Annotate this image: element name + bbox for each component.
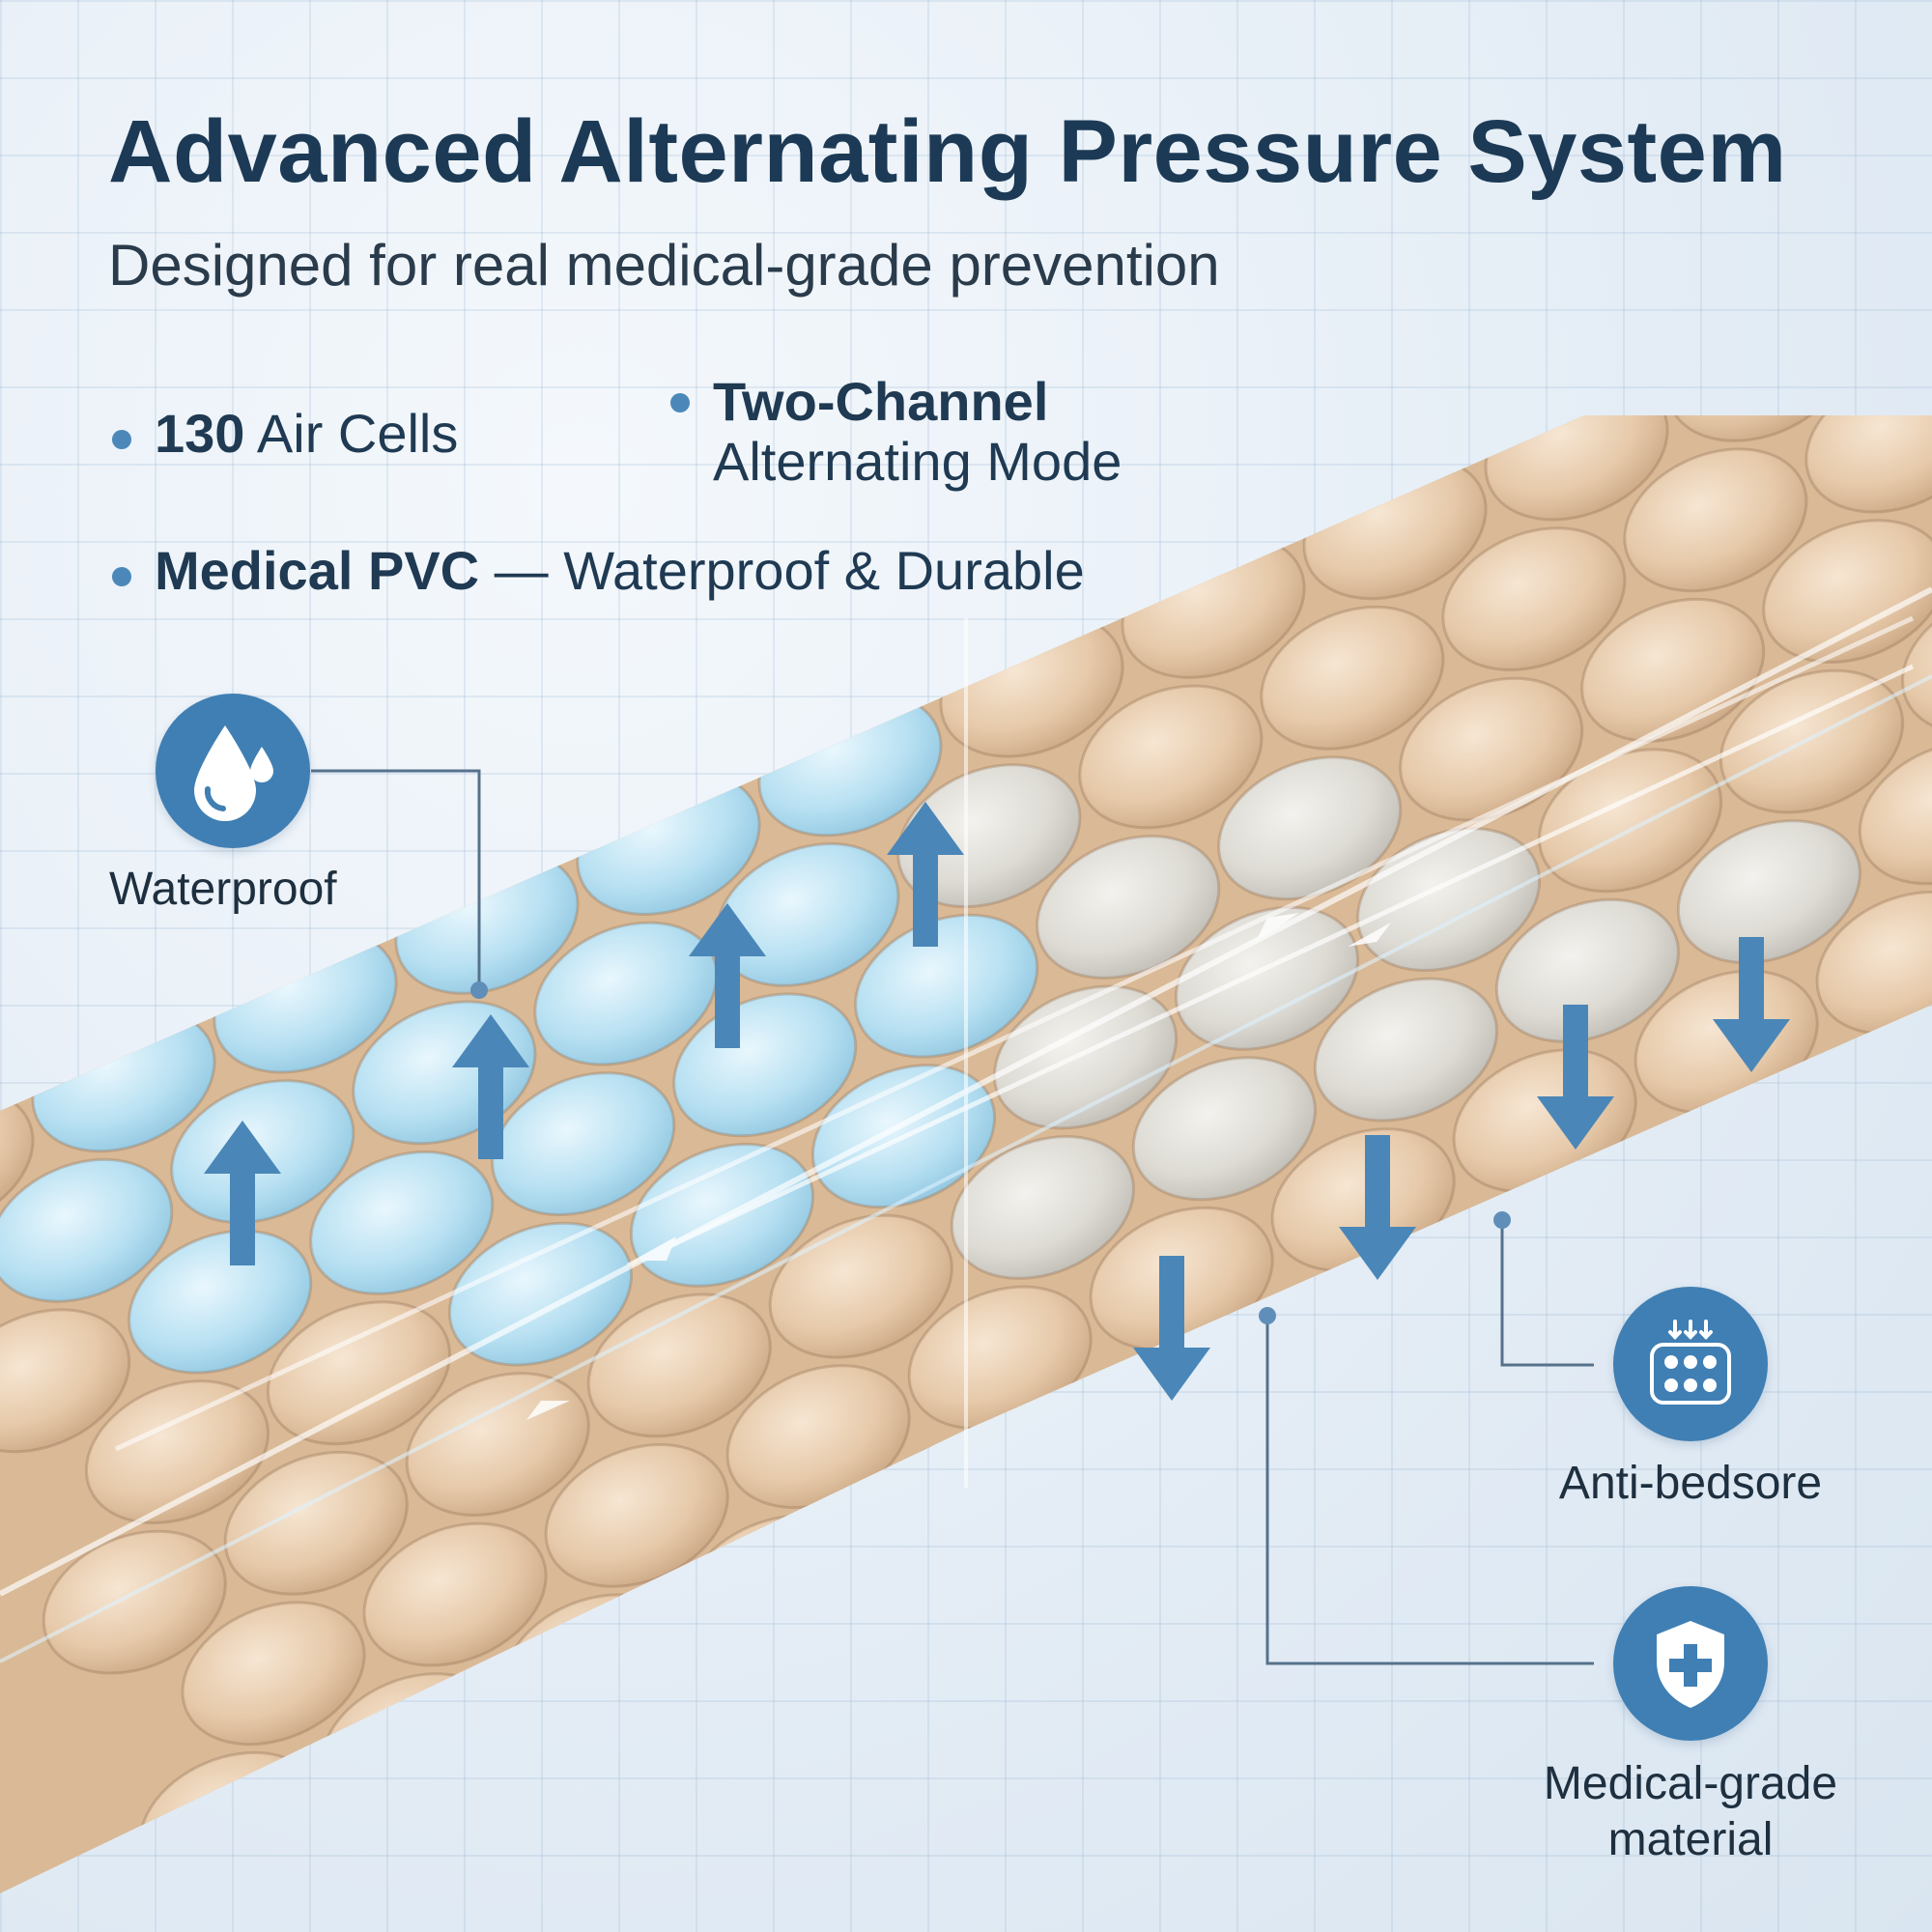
feature-text: — Waterproof & Durable [479,540,1085,601]
medical-grade-label: Medical-grade material [1507,1756,1874,1867]
air-cell [0,1157,174,1303]
air-cell [533,921,719,1066]
air-cell [1494,897,1680,1043]
air-cell [1078,684,1264,830]
up-arrow [887,802,964,947]
feature-bold: Medical PVC [155,540,480,601]
feature-medical-pvc: Medical PVC — Waterproof & Durable [112,540,1085,601]
air-cell [896,763,1082,909]
air-cell [0,1308,131,1454]
waterproof-label: Waterproof [109,864,337,915]
air-cell [768,1213,953,1359]
air-cell [1484,415,1669,522]
bullet-dot [112,567,131,586]
flow-arrowhead [1256,913,1299,942]
air-cell [822,1585,1008,1731]
down-arrow [1537,1005,1614,1150]
callout-lines [311,769,1594,1665]
air-cell [1719,668,1905,814]
feature-two-channel: Two-Channel Alternating Mode [670,371,1122,492]
bullet-dot [670,393,690,412]
air-cell [128,1229,313,1375]
medical-grade-label-line1: Medical-grade [1543,1758,1838,1809]
air-cell [1260,605,1445,751]
air-cell [459,1744,644,1889]
page-title: Advanced Alternating Pressure System [108,102,1787,201]
shield-plus-icon [1657,1621,1724,1708]
air-cell [266,1300,452,1446]
air-cell [1901,590,1932,735]
air-cell [950,1135,1135,1280]
flow-arrowhead [1348,923,1391,947]
up-arrow [452,1014,529,1159]
air-cell [491,1071,676,1216]
up-arrow [204,1121,281,1265]
air-cells-grid-icon [1650,1320,1731,1405]
medical-grade-badge [1613,1586,1768,1741]
air-cell [1217,755,1403,901]
air-cell [1804,415,1932,514]
air-cell [1313,977,1498,1122]
medical-grade-label-line2: material [1607,1813,1774,1865]
feature-bold: Two-Channel [713,371,1049,432]
air-cell [1399,676,1584,822]
air-cell [1665,415,1851,442]
anti-bedsore-label: Anti-bedsore [1558,1458,1823,1509]
flow-arrowhead [633,1236,676,1261]
deflate-arrows [1133,937,1790,1401]
air-cell [1185,1428,1371,1573]
air-cell [1623,447,1808,593]
air-cell [586,1293,772,1438]
air-cell [181,1601,366,1747]
waterproof-badge [156,694,310,848]
anti-bedsore-badge [1613,1287,1768,1441]
air-cell [1441,526,1627,671]
air-cell [1858,740,1932,886]
air-cell [1174,905,1360,1051]
air-cell [0,1087,35,1232]
inflate-arrows [204,802,964,1265]
feature-text: Air Cells [244,403,459,464]
flow-arrowhead [526,1401,570,1420]
air-cell [1676,819,1861,964]
feature-text: Alternating Mode [713,430,1122,492]
air-cell [1912,1112,1932,1258]
air-cell [629,1143,815,1288]
up-arrow [689,903,766,1048]
air-cell [640,1664,826,1810]
bullet-dot [112,430,131,449]
air-cell [277,1822,463,1893]
air-cell [223,1450,409,1596]
water-drop-icon [194,725,273,821]
air-cell [362,1521,548,1667]
airflow-beams [0,586,1932,1663]
down-arrow [1713,937,1790,1072]
callout-dots [470,981,1511,1324]
feature-bold: 130 [155,403,245,464]
air-cell [1131,1056,1317,1202]
air-cell [1004,1506,1189,1652]
air-cell [447,1221,634,1367]
down-arrow [1133,1256,1210,1401]
down-arrow [1339,1135,1416,1280]
air-cell [1367,1349,1552,1494]
air-cell [309,1151,495,1295]
air-cell [84,1379,270,1524]
mattress-cells [0,415,1932,1893]
feature-air-cells: 130 Air Cells [112,403,459,464]
page-subtitle: Designed for real medical-grade preventi… [108,233,1220,298]
air-cell [1815,891,1932,1036]
